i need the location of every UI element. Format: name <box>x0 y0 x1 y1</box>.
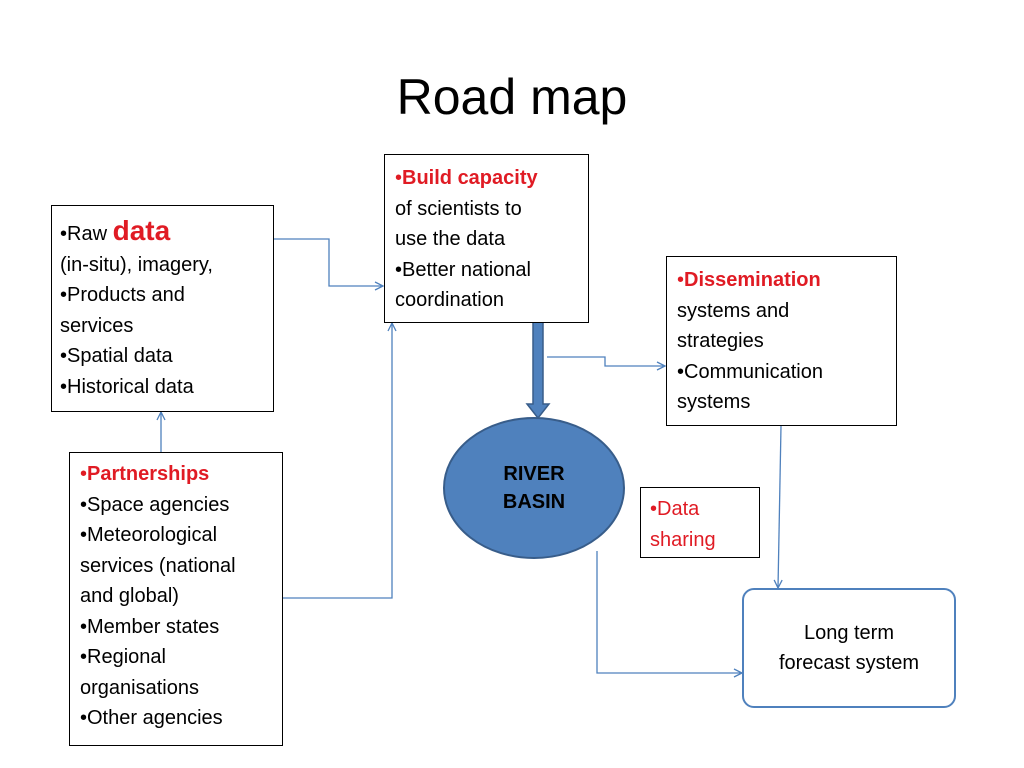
partnerships-line: •Other agencies <box>80 707 223 729</box>
dissemination-box: •Dissemination systems and strategies •C… <box>666 256 897 426</box>
partnerships-line: services (national <box>80 554 236 577</box>
down-arrow-capacity-to-basin <box>525 315 551 420</box>
partnerships-line: and global) <box>80 585 179 607</box>
connector-basin-to-forecast <box>596 551 742 673</box>
raw-data-box: •Raw data (in-situ), imagery, •Products … <box>51 205 274 412</box>
raw-prefix: Raw <box>67 223 113 245</box>
bullet: • <box>395 167 403 189</box>
build-capacity-line: •Better national <box>395 258 531 281</box>
build-capacity-heading: •Build capacity <box>395 163 580 194</box>
raw-data-line: •Historical data <box>60 375 194 398</box>
partnerships-heading: •Partnerships <box>80 459 274 490</box>
partnerships-box: •Partnerships •Space agencies •Meteorolo… <box>69 452 283 746</box>
forecast-line: forecast system <box>778 652 920 674</box>
dissemination-line: strategies <box>677 330 764 352</box>
page-title: Road map <box>396 69 628 125</box>
build-capacity-box: •Build capacity of scientists to use the… <box>384 154 589 323</box>
bullet: • <box>677 269 685 291</box>
raw-data-line: •Spatial data <box>60 345 173 367</box>
build-capacity-line: use the data <box>395 228 506 250</box>
river-basin-label: RIVER BASIN <box>444 418 624 558</box>
dissemination-title: Dissemination <box>684 269 821 291</box>
data-sharing-line: sharing <box>650 528 716 551</box>
connector-raw-to-capacity <box>274 238 383 286</box>
bullet: • <box>80 463 88 485</box>
partnerships-line: •Space agencies <box>80 493 230 516</box>
raw-data-line: •Products and <box>60 284 185 306</box>
forecast-system-box: Long term forecast system <box>742 588 956 708</box>
dissemination-heading: •Dissemination <box>677 265 888 296</box>
dissemination-line: systems <box>677 391 751 413</box>
build-capacity-title: Build capacity <box>402 167 538 189</box>
connector-capacity-to-dissemination <box>547 356 665 366</box>
data-sharing-line: Data <box>657 498 700 520</box>
raw-data-line: (in-situ), imagery, <box>60 253 213 276</box>
partnerships-line: •Meteorological <box>80 524 218 546</box>
build-capacity-line: of scientists to <box>395 197 522 220</box>
dissemination-line: systems and <box>677 299 790 322</box>
river-basin-line: RIVER <box>503 463 565 485</box>
river-basin-line: BASIN <box>502 491 566 513</box>
bullet: • <box>60 223 68 245</box>
river-basin-ellipse <box>443 417 625 559</box>
partnerships-title: Partnerships <box>87 463 210 485</box>
partnerships-line: •Regional <box>80 646 166 668</box>
data-sharing-box: •Data sharing <box>640 487 760 558</box>
data-sharing-heading: •Data <box>650 494 751 525</box>
partnerships-line: organisations <box>80 676 199 699</box>
connector-dissemination-to-forecast <box>778 425 781 588</box>
partnerships-line: •Member states <box>80 615 220 638</box>
bullet: • <box>650 498 658 520</box>
raw-data-heading: •Raw data <box>60 215 265 250</box>
build-capacity-line: coordination <box>395 289 504 311</box>
raw-keyword: data <box>112 215 171 246</box>
connector-partnerships-to-capacity <box>283 323 392 599</box>
dissemination-line: •Communication <box>677 360 823 383</box>
raw-data-line: services <box>60 314 134 337</box>
forecast-line: Long term <box>803 622 895 644</box>
